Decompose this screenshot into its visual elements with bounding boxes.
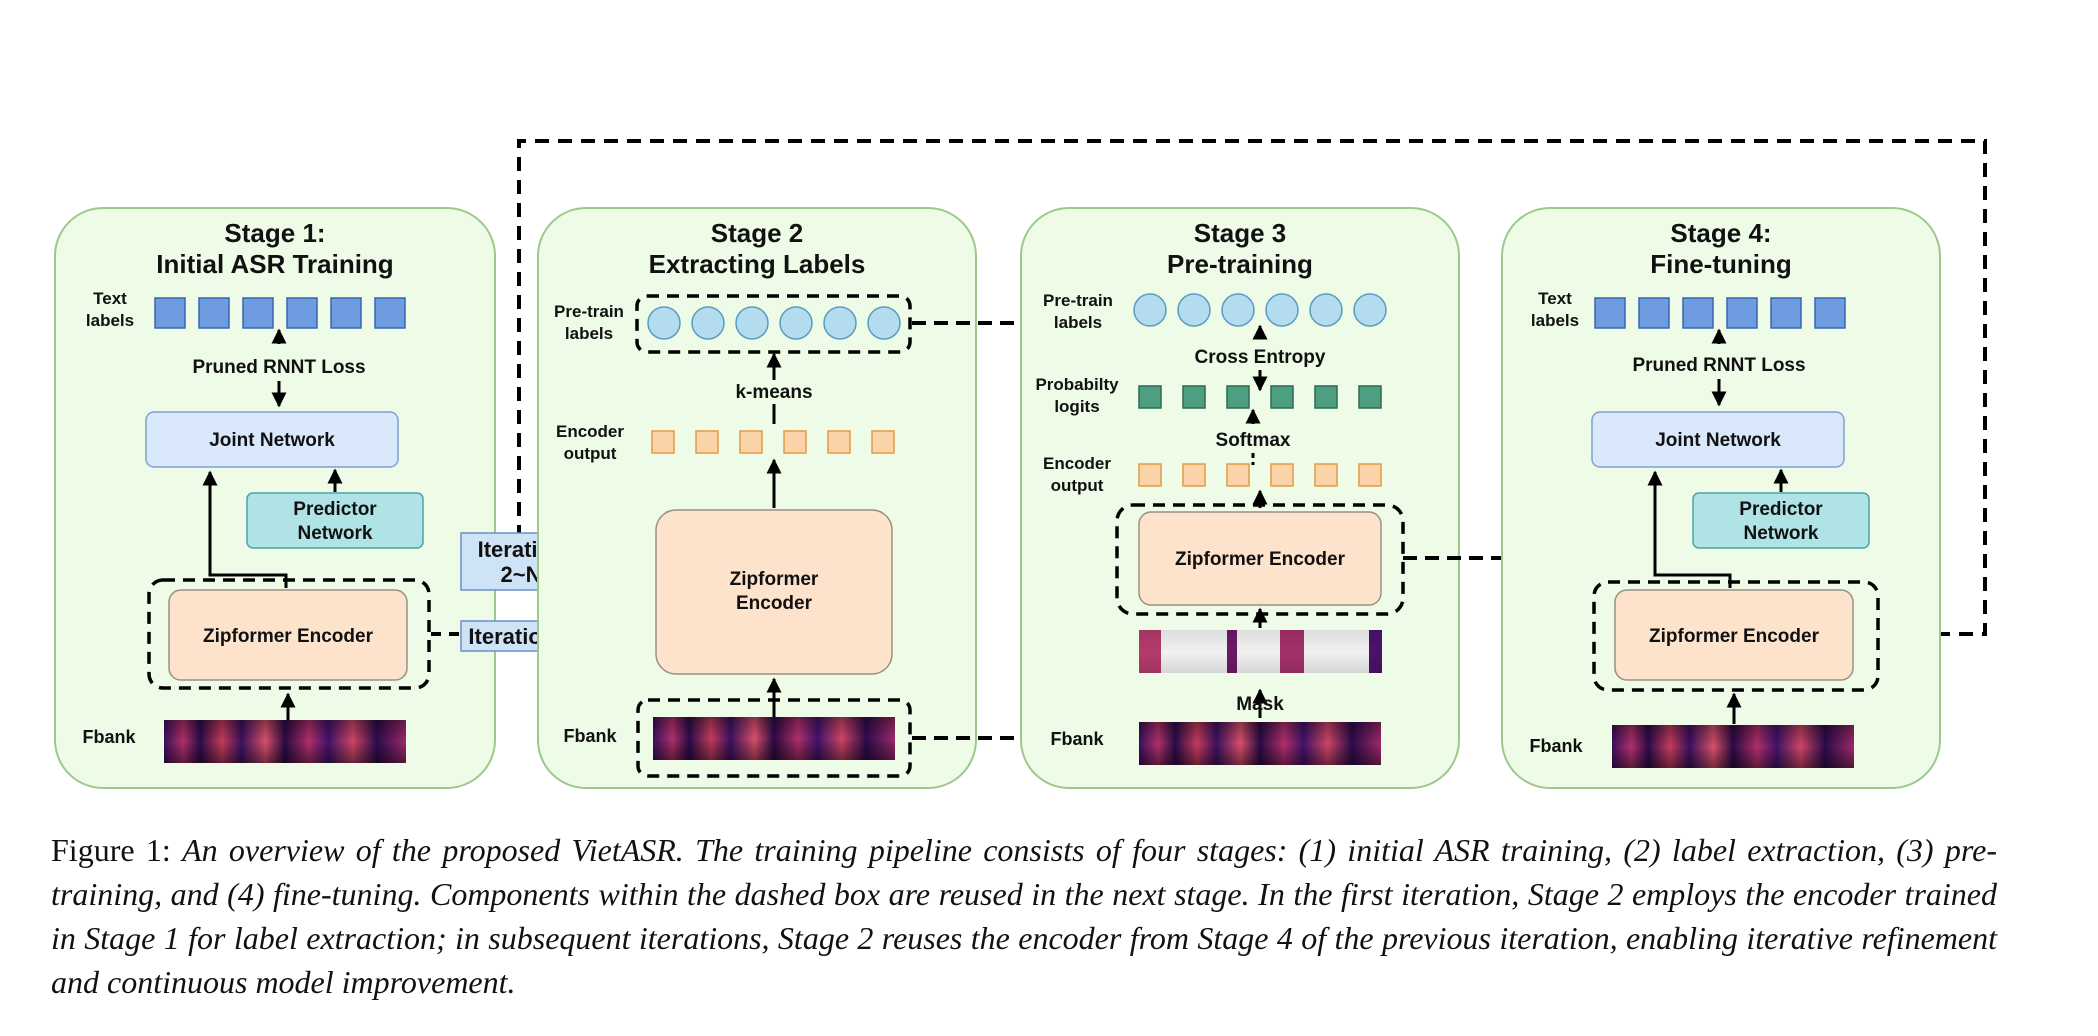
stage-1-reuse-box [147,578,431,690]
text-labels-label-4b: labels [1531,311,1579,330]
stage-4-panel: Stage 4: Fine-tuning Text labels Pruned … [1501,207,1941,789]
svg-text:2~N: 2~N [501,562,542,587]
stage-2-subtitle: Extracting Labels [649,249,866,279]
joint-network-block [145,411,399,468]
fbank-label-3: Fbank [1050,729,1104,749]
predictor-network-label-2: Network [298,523,373,544]
zipformer-encoder-block-1 [168,589,408,681]
zipformer-encoder-block-3 [1138,511,1382,606]
predictor-network-label-4: Predictor [1739,499,1823,520]
encoder-output-label-2b: output [564,444,617,463]
stage-4-reuse-box [1592,580,1880,692]
encoder-output-label-3: Encoder [1043,454,1111,473]
pretrain-labels-label-3b: labels [1054,313,1102,332]
encoder-output-squares-3 [1138,463,1382,487]
text-label-squares [154,297,406,329]
joint-network-block-4 [1591,411,1845,468]
text-labels-label-4: Text [1538,289,1572,308]
stage-1-panel: Stage 1: Initial ASR Training Text label… [54,207,496,789]
pruned-rnnt-loss-label-4: Pruned RNNT Loss [1632,355,1805,376]
text-label-squares-4 [1594,297,1846,329]
zipformer-encoder-block-2 [655,509,893,675]
joint-network-label: Joint Network [209,430,335,451]
predictor-network-label-4b: Network [1744,523,1819,544]
pretrain-labels-label-1b: labels [565,324,613,343]
stage-1-subtitle: Initial ASR Training [156,249,393,279]
pretrain-labels-label-1: Pre-train [554,302,624,321]
fbank-label-1: Fbank [82,727,136,747]
mask-label: Mask [1236,694,1284,715]
zipformer-encoder-label-2: Zipformer [730,569,819,590]
stage-2-panel: Stage 2 Extracting Labels Pre-train labe… [537,207,977,789]
prob-logits-label-2: logits [1054,397,1099,416]
predictor-network-label: Predictor [293,499,377,520]
feedback-loop-arrow [517,139,1987,636]
fbank-reuse-box-2 [636,698,912,778]
text-labels-label-2: labels [86,311,134,330]
cross-entropy-label: Cross Entropy [1195,347,1326,368]
predictor-network-block-4 [1692,492,1870,549]
softmax-label: Softmax [1216,430,1291,451]
pruned-rnnt-loss-label: Pruned RNNT Loss [192,357,365,378]
masked-spectrogram [1139,630,1382,673]
prob-logits-label: Probabilty [1035,375,1119,394]
zipformer-encoder-block-4 [1614,589,1854,681]
pretrain-labels-label-3: Pre-train [1043,291,1113,310]
encoder-transfer-arrow [1403,556,1612,644]
fbank-label-2: Fbank [563,726,617,746]
caption-label: Figure 1: [51,832,171,868]
zipformer-encoder-label-2b: Encoder [736,593,813,614]
fbank-spectrogram-4 [1612,725,1854,768]
logit-squares [1138,385,1382,409]
encoder-output-label-3b: output [1051,476,1104,495]
stage-3-panel: Stage 3 Pre-training Pre-train labels Cr… [1020,207,1460,789]
stage-3-title: Stage 3 [1194,218,1287,248]
stage-1-title: Stage 1: [224,218,325,248]
caption-text: An overview of the proposed VietASR. The… [51,832,1998,1000]
zipformer-encoder-label-3: Zipformer Encoder [1175,549,1346,570]
predictor-network-block [246,492,424,549]
stage-4-subtitle: Fine-tuning [1650,249,1792,279]
fbank-spectrogram-3 [1139,722,1381,765]
encoder-output-label-2: Encoder [556,422,624,441]
text-labels-label: Text [93,289,127,308]
fbank-spectrogram-1 [164,720,406,763]
kmeans-label: k-means [735,382,812,403]
stage-4-title: Stage 4: [1670,218,1771,248]
figure-caption: Figure 1: An overview of the proposed Vi… [51,828,1997,1004]
pretrain-label-circles-2 [647,306,901,340]
zipformer-encoder-label-4: Zipformer Encoder [1649,626,1820,647]
stage-3-subtitle: Pre-training [1167,249,1313,279]
pipeline-diagram: Stage 1: Initial ASR Training Text label… [54,139,1987,789]
pretrain-label-circles-3 [1133,293,1387,327]
joint-network-label-4: Joint Network [1655,430,1781,451]
zipformer-encoder-label-1: Zipformer Encoder [203,626,374,647]
fbank-label-4: Fbank [1529,736,1583,756]
fbank-spectrogram-2 [653,717,895,760]
encoder-output-squares-2 [651,430,895,454]
pretrain-labels-box-2 [635,294,912,354]
stage-2-title: Stage 2 [711,218,804,248]
